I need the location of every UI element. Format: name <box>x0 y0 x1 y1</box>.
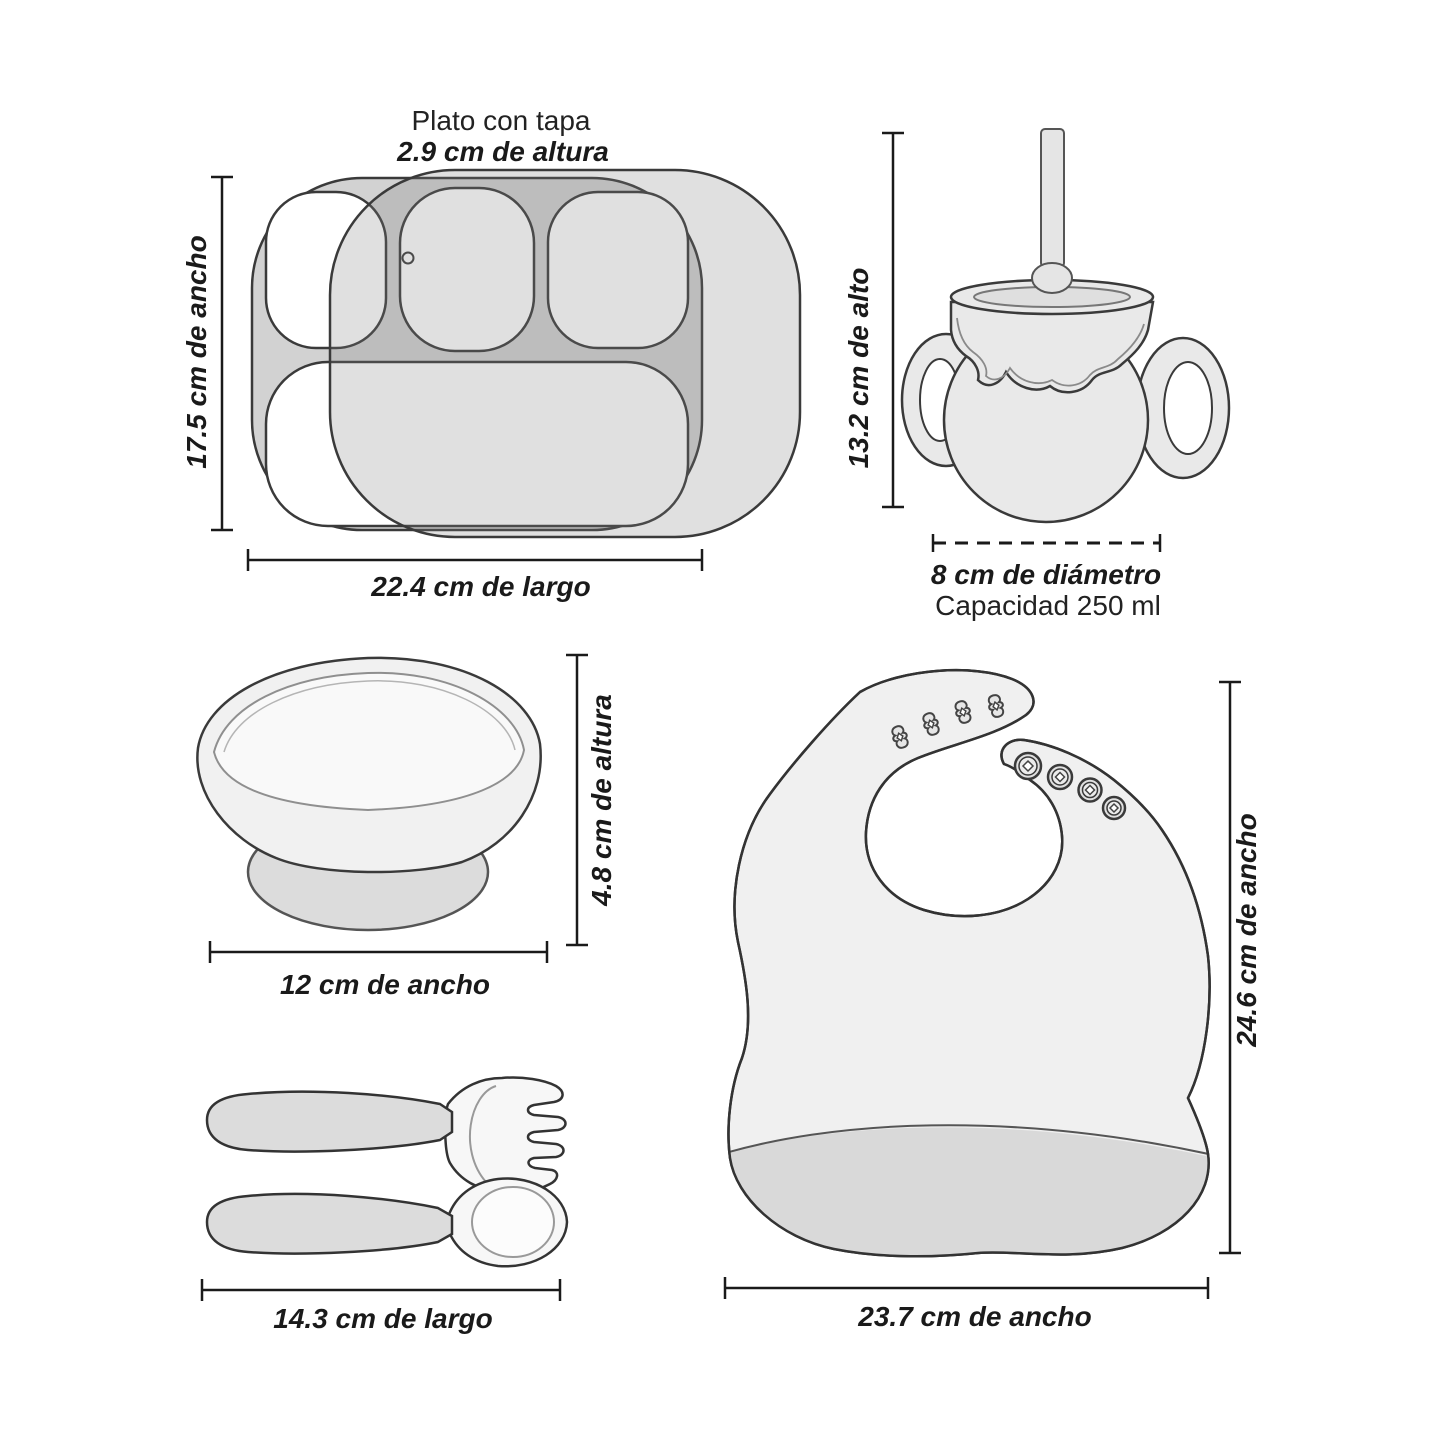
cup-height-dimension <box>882 131 904 509</box>
bib-height-dimension <box>1219 680 1241 1255</box>
bib-slot-2 <box>922 712 940 736</box>
bowl-width-dimension <box>208 941 549 963</box>
cup-lid-skirt <box>949 300 1155 394</box>
cup-straw-knob <box>1031 262 1073 294</box>
fork-head-inner-line <box>468 1085 497 1183</box>
plate-diagram: Plato con tapa 2.9 cm de altura 17.5 cm … <box>181 105 802 602</box>
cup-lid-inner-wave <box>956 317 1145 387</box>
bib-button-3 <box>1077 777 1103 803</box>
plate-compartment-top-left <box>264 190 388 350</box>
bib-pocket-edge <box>728 1124 1210 1158</box>
plate-width-dimension <box>211 175 233 532</box>
spoon-handle <box>205 1192 454 1255</box>
cutlery-length-label: 14.3 cm de largo <box>273 1303 492 1334</box>
bib-pocket <box>728 1127 1210 1257</box>
bowl-height-label: 4.8 cm de altura <box>586 694 617 907</box>
fork-head <box>444 1076 567 1194</box>
cup-capacity-label: Capacidad 250 ml <box>935 590 1161 621</box>
spoon-bowl-inner <box>471 1186 555 1258</box>
bib-slot-1 <box>891 725 909 749</box>
bowl-diagram: 4.8 cm de altura 12 cm de ancho <box>196 653 617 1000</box>
cup-diameter-dimension <box>931 534 1162 552</box>
plate-lid-height-label: 2.9 cm de altura <box>396 136 609 167</box>
bib-slot-4 <box>987 694 1005 718</box>
bowl-inner-rim <box>212 671 526 812</box>
bib-button-1 <box>1013 751 1043 781</box>
bib-button-4 <box>1101 795 1127 821</box>
cup-diagram: 13.2 cm de alto 8 cm de diámetro Capacid… <box>843 128 1231 621</box>
cutlery-length-dimension <box>200 1279 562 1301</box>
bowl-height-dimension <box>566 653 588 947</box>
bib-button-2 <box>1046 763 1074 791</box>
bib-width-label: 23.7 cm de ancho <box>857 1301 1091 1332</box>
plate-length-dimension <box>246 549 704 571</box>
cutlery-diagram: 14.3 cm de largo <box>200 1076 569 1334</box>
fork-handle <box>205 1090 454 1153</box>
plate-compartment-bottom <box>264 360 690 528</box>
cup-right-handle-hole <box>1163 361 1213 455</box>
cup-straw <box>1040 128 1065 268</box>
plate-compartment-top-right <box>546 190 690 350</box>
bowl-rim-highlight <box>223 680 516 753</box>
cup-height-label: 13.2 cm de alto <box>843 268 874 469</box>
plate-length-label: 22.4 cm de largo <box>370 571 590 602</box>
plate-width-label: 17.5 cm de ancho <box>181 235 212 468</box>
plate-vent-hole <box>401 251 415 265</box>
bib-strap-buttons <box>1013 751 1127 821</box>
cup-diameter-label: 8 cm de diámetro <box>931 559 1161 590</box>
plate-compartment-top-middle <box>398 186 536 353</box>
plate-lid <box>328 168 802 539</box>
bib-height-label: 24.6 cm de ancho <box>1231 813 1262 1047</box>
bowl-width-label: 12 cm de ancho <box>280 969 490 1000</box>
bib-strap-slots <box>891 694 1005 749</box>
bib-width-dimension <box>723 1277 1210 1299</box>
plate-name-label: Plato con tapa <box>411 105 590 136</box>
bib-diagram: 24.6 cm de ancho 23.7 cm de ancho <box>723 668 1262 1332</box>
bib-slot-3 <box>954 700 972 724</box>
